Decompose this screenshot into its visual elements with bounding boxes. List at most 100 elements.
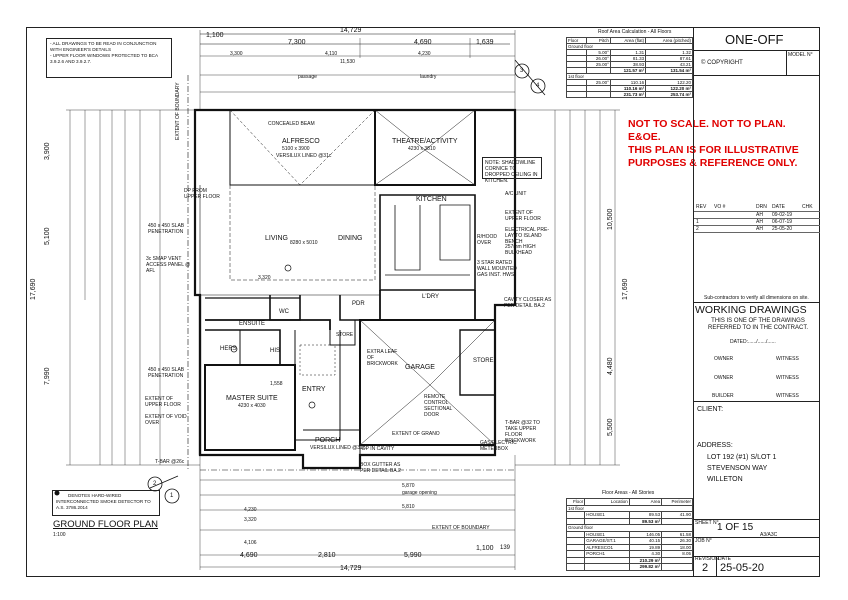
note-tbar-right: T-BAR @32 TO TAKE UPPER FLOOR BRICKWORK bbox=[505, 420, 540, 444]
address-line: WILLETON bbox=[707, 476, 743, 483]
drawing-notes: - ALL DRAWINGS TO BE READ IN CONJUNCTION… bbox=[46, 38, 172, 78]
dim-bottom-4690: 4,690 bbox=[240, 552, 258, 559]
table-cell bbox=[800, 218, 820, 226]
dim-right-4480: 4,480 bbox=[607, 357, 614, 375]
table-cell: 25-05-20 bbox=[770, 225, 800, 233]
table-cell: 231.73 m² bbox=[609, 91, 647, 98]
note-remote-door: REMOTE CONTROL SECTIONAL DOOR bbox=[424, 394, 453, 418]
dim-overall-top: 14,729 bbox=[340, 27, 362, 34]
divider bbox=[786, 50, 787, 75]
room-theatre-size: 4230 x 3810 bbox=[408, 146, 436, 152]
drawing-title: GROUND FLOOR PLAN bbox=[53, 519, 159, 530]
dim-bottom-2810: 2,810 bbox=[318, 552, 336, 559]
dim-top-1639: 1,639 bbox=[476, 39, 494, 46]
area-table-title: Floor Areas - All Stories bbox=[602, 490, 655, 496]
builder-label: BUILDER bbox=[712, 393, 734, 399]
table-cell: 89.53 bbox=[628, 511, 663, 519]
dim-right-5500: 5,500 bbox=[607, 418, 614, 436]
section-marker-1: 1 bbox=[170, 493, 174, 499]
roof-table-title: Roof Area Calculation - All Floors bbox=[598, 29, 672, 35]
label-passage: passage bbox=[298, 74, 317, 80]
table-cell: 299.82 m² bbox=[628, 563, 663, 571]
dim-bottom-4230: 4,230 bbox=[244, 507, 257, 513]
table-group: Ground floor bbox=[566, 524, 693, 532]
room-theatre: THEATRE/ACTIVITY bbox=[392, 138, 458, 145]
client-label: CLIENT: bbox=[697, 406, 724, 413]
note-dp-upper: DP FROM UPPER FLOOR bbox=[184, 188, 220, 200]
table-header: REV bbox=[694, 204, 712, 212]
disclaimer: NOT TO SCALE. NOT TO PLAN. E&OE. THIS PL… bbox=[628, 118, 799, 170]
room-master-suite: MASTER SUITE bbox=[226, 395, 278, 402]
witness-label: WITNESS bbox=[776, 375, 799, 381]
table-row: 210.29 m² bbox=[565, 556, 693, 564]
table-row: 299.82 m² bbox=[565, 563, 693, 571]
note-extent-boundary-bottom: EXTENT OF BOUNDARY bbox=[432, 525, 490, 531]
divider bbox=[693, 75, 820, 76]
note-garage-opening: garage opening bbox=[402, 490, 437, 496]
working-drawings-title: WORKING DRAWINGS bbox=[695, 304, 807, 316]
table-cell bbox=[800, 211, 820, 219]
note-line: - UPPER FLOOR WINDOWS PROTECTED TO BCA 3… bbox=[50, 53, 158, 64]
smoke-detector-legend: DENOTES HARD-WIRED INTERCONNECTED SMOKE … bbox=[52, 490, 160, 516]
copyright: © COPYRIGHT bbox=[701, 60, 743, 66]
disclaimer-line: NOT TO SCALE. NOT TO PLAN. bbox=[628, 118, 786, 130]
table-cell: AH bbox=[754, 218, 770, 226]
table-cell: 41.90 bbox=[661, 511, 693, 519]
table-header: DATE bbox=[770, 204, 800, 212]
owner-label: OWNER bbox=[714, 356, 734, 362]
dim-top-4110: 4,110 bbox=[325, 51, 338, 57]
table-cell: 1 bbox=[694, 218, 712, 226]
subcontractors-note: Sub-contractors to verify all dimensions… bbox=[704, 295, 809, 301]
smoke-detector-text: DENOTES HARD-WIRED INTERCONNECTED SMOKE … bbox=[56, 493, 151, 510]
project-type: ONE-OFF bbox=[725, 32, 784, 47]
section-marker-3: 3 bbox=[520, 68, 524, 74]
dim-top-3300: 3,300 bbox=[230, 51, 243, 57]
table-cell: 146.05 bbox=[628, 530, 663, 538]
note-bulkhead: 257mm HIGH BULKHEAD bbox=[505, 244, 536, 256]
table-cell: 18.00 bbox=[661, 543, 693, 551]
room-wc: WC bbox=[279, 309, 289, 315]
address-label: ADDRESS: bbox=[697, 442, 733, 449]
room-alfresco: ALFRESCO bbox=[282, 138, 320, 145]
dim-top-7300: 7,300 bbox=[288, 39, 306, 46]
sheet-label: SHEET N° bbox=[695, 520, 719, 526]
room-store-small: STORE bbox=[336, 332, 354, 338]
divider bbox=[693, 401, 820, 402]
room-alfresco-ceiling: VERSILUX LINED @31c bbox=[276, 153, 332, 159]
dim-bottom-4106: 4,106 bbox=[244, 540, 257, 546]
divider bbox=[693, 537, 820, 538]
table-cell: 2 bbox=[694, 225, 712, 233]
table-cell: AH bbox=[754, 225, 770, 233]
dim-left-17690: 17,690 bbox=[30, 278, 37, 300]
dim-bottom-1100: 1,100 bbox=[476, 545, 494, 552]
dim-top-1100: 1,100 bbox=[206, 32, 224, 39]
room-dining: DINING bbox=[338, 235, 363, 242]
table-header: CHK bbox=[800, 204, 820, 212]
table-cell bbox=[712, 225, 754, 233]
note-rangehood: R/HOOD OVER bbox=[477, 234, 497, 246]
owner-label: OWNER bbox=[714, 375, 734, 381]
room-kitchen: KITCHEN bbox=[416, 196, 447, 203]
table-cell: 06-07-19 bbox=[770, 218, 800, 226]
date-label: DATE bbox=[718, 556, 731, 562]
note-meterbox: GAS/ELECTRIC METERBOX bbox=[480, 440, 517, 452]
note-extent-boundary: EXTENT OF BOUNDARY bbox=[175, 82, 181, 140]
table-cell bbox=[712, 211, 754, 219]
section-marker-2: 2 bbox=[153, 481, 157, 487]
witness-label: WITNESS bbox=[776, 356, 799, 362]
dim-bottom-139: 139 bbox=[500, 545, 511, 551]
table-cell: 210.29 m² bbox=[628, 556, 663, 564]
note-electrical-prelay: ELECTRICAL PRE-LAY TO ISLAND BENCH bbox=[505, 227, 549, 245]
table-cell: 8.05 bbox=[661, 550, 693, 558]
dim-overall-bottom: 14,729 bbox=[340, 565, 362, 572]
sheet-size: A3/A3C bbox=[760, 532, 778, 538]
room-store: STORE bbox=[473, 358, 494, 364]
address-line: STEVENSON WAY bbox=[707, 465, 768, 472]
